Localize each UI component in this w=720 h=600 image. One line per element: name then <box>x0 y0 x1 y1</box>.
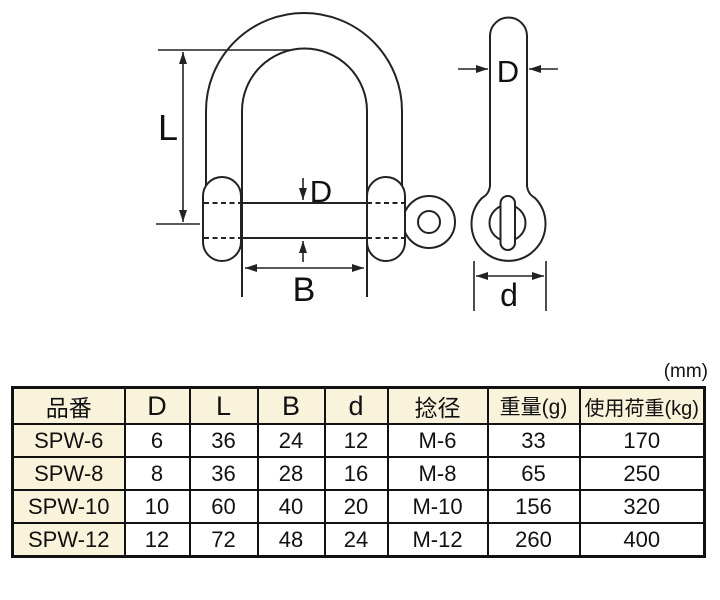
dimension-label-d: d <box>500 277 518 313</box>
table-row: SPW-10 10 60 40 20 M-10 156 320 <box>11 489 706 524</box>
col-header-thread: 捻径 <box>386 386 489 425</box>
unit-label: (mm) <box>663 361 708 382</box>
dimension-label-B: B <box>293 271 316 309</box>
cell-d: 16 <box>323 456 389 491</box>
table-row: SPW-12 12 72 48 24 M-12 260 400 <box>11 522 706 558</box>
cell-D: 6 <box>123 423 191 458</box>
cell-workload: 170 <box>578 423 706 458</box>
pin-eye-hole <box>417 210 441 234</box>
side-body-outline <box>470 16 547 262</box>
cell-d: 20 <box>323 489 389 524</box>
cell-workload: 400 <box>578 522 706 558</box>
cell-D: 12 <box>123 522 191 558</box>
cell-d: 24 <box>323 522 389 558</box>
cell-L: 72 <box>188 522 259 558</box>
cell-part-no: SPW-6 <box>11 423 126 458</box>
col-header-part-no: 品番 <box>11 386 126 425</box>
cell-B: 28 <box>256 456 326 491</box>
bow-outer-outline <box>205 12 403 190</box>
cell-B: 48 <box>256 522 326 558</box>
cell-B: 24 <box>256 423 326 458</box>
cell-part-no: SPW-10 <box>11 489 126 524</box>
side-view: D d <box>458 16 558 313</box>
left-ear <box>202 176 242 262</box>
shackle-diagram: L D B D d <box>156 12 558 313</box>
cell-L: 60 <box>188 489 259 524</box>
table-row: SPW-8 8 36 28 16 M-8 65 250 <box>11 456 706 491</box>
table-header-row: 品番 D L B d 捻径 重量(g) 使用荷重(kg) <box>11 386 706 425</box>
cell-thread: M-10 <box>386 489 489 524</box>
col-header-d: d <box>323 386 389 425</box>
cell-thread: M-8 <box>386 456 489 491</box>
cell-L: 36 <box>188 456 259 491</box>
dimension-label-D-side: D <box>497 54 519 89</box>
cell-D: 8 <box>123 456 191 491</box>
cell-thread: M-12 <box>386 522 489 558</box>
cell-L: 36 <box>188 423 259 458</box>
col-header-workload: 使用荷重(kg) <box>578 386 706 425</box>
cell-D: 10 <box>123 489 191 524</box>
dimension-label-L: L <box>158 107 178 148</box>
cell-part-no: SPW-12 <box>11 522 126 558</box>
col-header-weight: 重量(g) <box>486 386 581 425</box>
spec-table-container: 品番 D L B d 捻径 重量(g) 使用荷重(kg) SPW-6 6 36 … <box>11 386 706 558</box>
dimension-label-D: D <box>310 174 332 209</box>
cell-weight: 65 <box>486 456 581 491</box>
side-pin-slot <box>499 195 516 251</box>
table-row: SPW-6 6 36 24 12 M-6 33 170 <box>11 423 706 458</box>
cell-thread: M-6 <box>386 423 489 458</box>
cell-workload: 250 <box>578 456 706 491</box>
bow-inner-outline <box>241 47 368 297</box>
cell-weight: 33 <box>486 423 581 458</box>
cell-part-no: SPW-8 <box>11 456 126 491</box>
front-view: L D B <box>156 12 456 309</box>
right-ear <box>366 176 406 262</box>
cell-weight: 156 <box>486 489 581 524</box>
col-header-L: L <box>188 386 259 425</box>
cell-B: 40 <box>256 489 326 524</box>
cell-workload: 320 <box>578 489 706 524</box>
cell-weight: 260 <box>486 522 581 558</box>
cell-d: 12 <box>323 423 389 458</box>
col-header-D: D <box>123 386 191 425</box>
spec-table: 品番 D L B d 捻径 重量(g) 使用荷重(kg) SPW-6 6 36 … <box>11 386 706 558</box>
col-header-B: B <box>256 386 326 425</box>
